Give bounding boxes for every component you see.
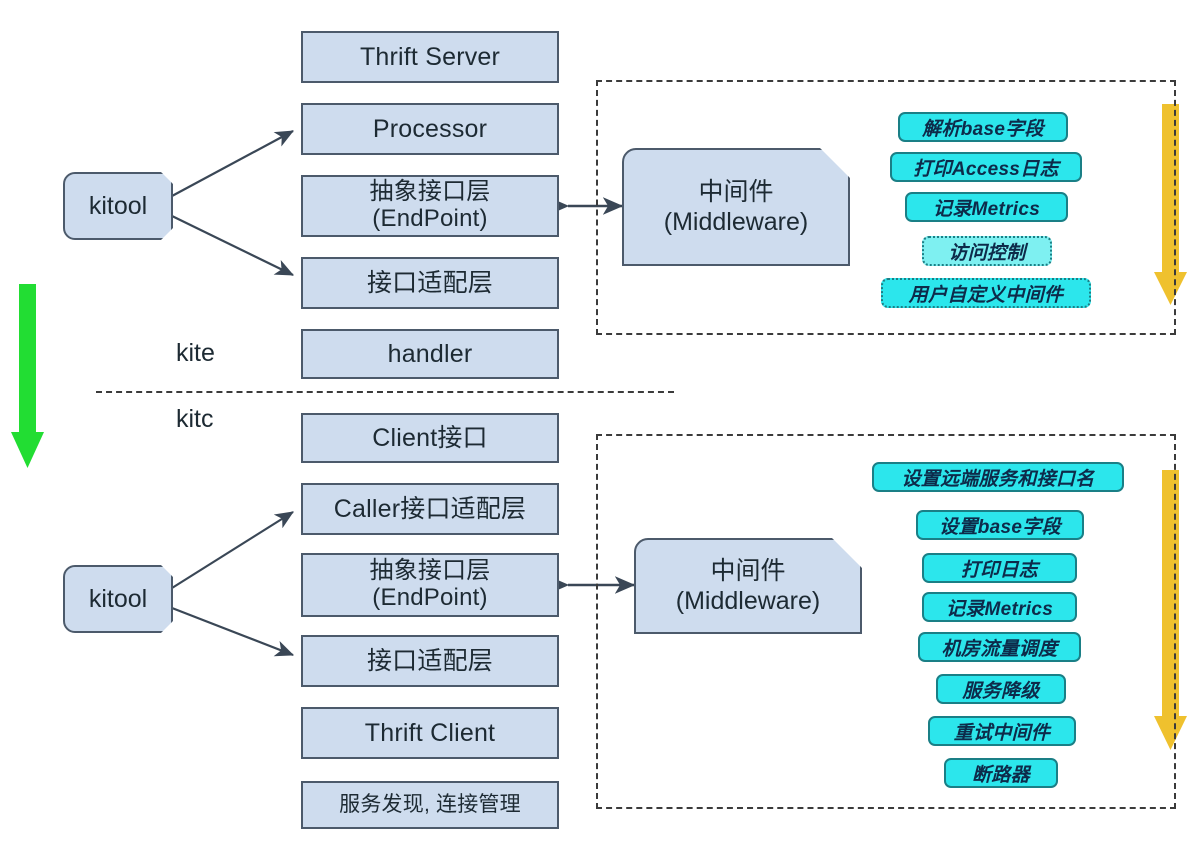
- pill-server-metrics[interactable]: 记录Metrics: [905, 192, 1068, 222]
- pill-client-idc-traffic[interactable]: 机房流量调度: [918, 632, 1081, 662]
- section-label-kitc: kitc: [176, 405, 214, 433]
- layer-processor[interactable]: Processor: [301, 103, 559, 155]
- server-middleware-region: [596, 80, 1176, 335]
- pill-client-set-base[interactable]: 设置base字段: [916, 510, 1084, 540]
- pill-server-access-log[interactable]: 打印Access日志: [890, 152, 1082, 182]
- kitool-node-client[interactable]: kitool: [63, 565, 173, 633]
- middleware-node-server[interactable]: 中间件 (Middleware): [622, 148, 850, 266]
- section-divider: [96, 391, 674, 393]
- pill-server-parse-base[interactable]: 解析base字段: [898, 112, 1068, 142]
- pill-client-circuit-breaker[interactable]: 断路器: [944, 758, 1058, 788]
- pill-server-custom-middleware[interactable]: 用户自定义中间件: [881, 278, 1091, 308]
- connector-kitool-to-processor: [171, 130, 294, 197]
- layer-thrift-client[interactable]: Thrift Client: [301, 707, 559, 759]
- connector-kitool-to-caller-adapter: [171, 511, 294, 589]
- pill-client-set-remote-service[interactable]: 设置远端服务和接口名: [872, 462, 1124, 492]
- layer-client-interface[interactable]: Client接口: [301, 413, 559, 463]
- pill-client-metrics[interactable]: 记录Metrics: [922, 592, 1077, 622]
- connector-kitool-to-adapter: [171, 215, 294, 276]
- client-middleware-region: [596, 434, 1176, 809]
- layer-thrift-server[interactable]: Thrift Server: [301, 31, 559, 83]
- layer-interface-adapter-server[interactable]: 接口适配层: [301, 257, 559, 309]
- pill-client-retry-middleware[interactable]: 重试中间件: [928, 716, 1076, 746]
- green-flow-arrow: [11, 284, 44, 468]
- layer-endpoint-server[interactable]: 抽象接口层 (EndPoint): [301, 175, 559, 237]
- pill-server-access-control[interactable]: 访问控制: [922, 236, 1052, 266]
- middleware-node-client[interactable]: 中间件 (Middleware): [634, 538, 862, 634]
- pill-client-service-degrade[interactable]: 服务降级: [936, 674, 1066, 704]
- layer-handler[interactable]: handler: [301, 329, 559, 379]
- layer-endpoint-client[interactable]: 抽象接口层 (EndPoint): [301, 553, 559, 617]
- layer-caller-adapter[interactable]: Caller接口适配层: [301, 483, 559, 535]
- layer-interface-adapter-client[interactable]: 接口适配层: [301, 635, 559, 687]
- pill-client-print-log[interactable]: 打印日志: [922, 553, 1077, 583]
- connector-kitool-to-client-adapter: [171, 606, 295, 657]
- section-label-kite: kite: [176, 339, 215, 367]
- layer-service-discovery[interactable]: 服务发现, 连接管理: [301, 781, 559, 829]
- kitool-node-server[interactable]: kitool: [63, 172, 173, 240]
